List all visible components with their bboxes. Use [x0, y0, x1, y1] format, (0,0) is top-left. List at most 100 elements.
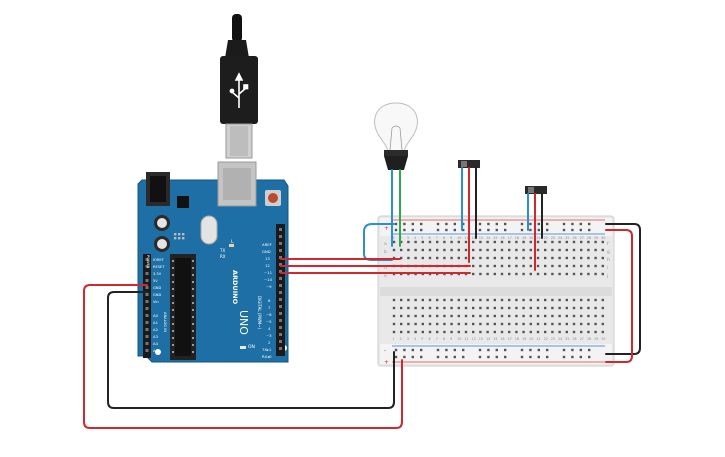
bb-hole[interactable] [515, 264, 518, 268]
bb-hole[interactable] [479, 272, 482, 276]
bb-hole[interactable] [565, 330, 568, 334]
bb-hole[interactable] [587, 240, 590, 244]
header-pin[interactable] [279, 284, 282, 287]
bb-hole[interactable] [508, 322, 511, 326]
bb-hole[interactable] [500, 240, 504, 244]
bb-hole[interactable] [472, 330, 475, 334]
bb-rail-hole[interactable] [487, 228, 490, 232]
bb-rail-hole[interactable] [462, 222, 465, 226]
bb-hole[interactable] [594, 272, 597, 276]
bb-rail-hole[interactable] [394, 228, 398, 232]
bb-hole[interactable] [515, 330, 518, 334]
bb-rail-hole[interactable] [504, 228, 507, 232]
bb-hole[interactable] [493, 272, 496, 276]
bb-hole[interactable] [457, 322, 460, 326]
header-pin[interactable] [279, 333, 282, 336]
bb-hole[interactable] [450, 298, 453, 302]
bb-hole[interactable] [414, 306, 417, 310]
header-pin[interactable] [279, 242, 282, 245]
bb-hole[interactable] [472, 264, 475, 268]
bb-hole[interactable] [544, 256, 547, 260]
bb-rail-hole[interactable] [546, 228, 549, 232]
usb-cable[interactable] [220, 14, 258, 159]
bb-hole[interactable] [450, 322, 453, 326]
bb-rail-hole[interactable] [537, 348, 540, 352]
bb-hole[interactable] [580, 272, 583, 276]
bb-rail-hole[interactable] [478, 348, 482, 352]
bb-hole[interactable] [601, 330, 604, 334]
bb-rail-hole[interactable] [562, 222, 566, 226]
bb-hole[interactable] [565, 298, 568, 302]
bb-rail-hole[interactable] [571, 222, 574, 226]
bb-hole[interactable] [493, 240, 496, 244]
bb-hole[interactable] [587, 264, 590, 268]
bb-hole[interactable] [428, 248, 432, 252]
bb-hole[interactable] [544, 330, 547, 334]
bb-hole[interactable] [536, 256, 540, 260]
bb-hole[interactable] [587, 272, 590, 276]
bb-hole[interactable] [536, 272, 540, 276]
bb-hole[interactable] [551, 272, 554, 276]
bb-hole[interactable] [407, 306, 410, 310]
bb-hole[interactable] [443, 256, 446, 260]
header-pin[interactable] [279, 256, 282, 259]
power-analog-header[interactable] [143, 254, 151, 358]
bb-rail-hole[interactable] [495, 348, 498, 352]
bb-hole[interactable] [450, 248, 453, 252]
bb-hole[interactable] [558, 298, 561, 302]
bb-hole[interactable] [594, 330, 597, 334]
bb-hole[interactable] [572, 298, 576, 302]
bb-hole[interactable] [515, 240, 518, 244]
header-pin[interactable] [145, 300, 149, 303]
bb-hole[interactable] [558, 256, 561, 260]
bb-hole[interactable] [522, 256, 525, 260]
bb-hole[interactable] [464, 240, 468, 244]
bb-rail-hole[interactable] [537, 355, 540, 359]
bb-hole[interactable] [529, 264, 532, 268]
bb-hole[interactable] [464, 306, 468, 310]
bb-hole[interactable] [407, 322, 410, 326]
bb-rail-hole[interactable] [520, 228, 524, 232]
bb-hole[interactable] [515, 272, 518, 276]
bb-rail-hole[interactable] [571, 355, 574, 359]
bb-rail-hole[interactable] [403, 348, 406, 352]
bb-hole[interactable] [428, 322, 432, 326]
bb-hole[interactable] [587, 306, 590, 310]
header-pin[interactable] [279, 263, 282, 266]
header-pin[interactable] [145, 342, 149, 345]
bb-hole[interactable] [558, 314, 561, 318]
bb-hole[interactable] [580, 240, 583, 244]
bb-hole[interactable] [522, 322, 525, 326]
bb-hole[interactable] [572, 248, 576, 252]
bb-hole[interactable] [428, 314, 432, 318]
bb-hole[interactable] [515, 248, 518, 252]
bb-hole[interactable] [551, 256, 554, 260]
bb-rail-hole[interactable] [478, 228, 482, 232]
bb-hole[interactable] [529, 330, 532, 334]
bb-hole[interactable] [580, 264, 583, 268]
bb-hole[interactable] [565, 306, 568, 310]
bb-hole[interactable] [443, 240, 446, 244]
header-pin[interactable] [145, 286, 149, 289]
bb-hole[interactable] [601, 240, 604, 244]
bb-rail-hole[interactable] [420, 228, 423, 232]
bb-hole[interactable] [544, 298, 547, 302]
bb-hole[interactable] [551, 240, 554, 244]
bb-hole[interactable] [479, 330, 482, 334]
bb-hole[interactable] [443, 306, 446, 310]
bb-rail-hole[interactable] [579, 348, 582, 352]
bb-hole[interactable] [472, 314, 475, 318]
bb-rail-hole[interactable] [504, 355, 507, 359]
bb-hole[interactable] [486, 322, 489, 326]
bb-hole[interactable] [529, 256, 532, 260]
bb-hole[interactable] [414, 240, 417, 244]
header-pin[interactable] [145, 279, 149, 282]
bb-hole[interactable] [414, 248, 417, 252]
header-pin[interactable] [279, 277, 282, 280]
bb-hole[interactable] [392, 240, 396, 244]
bb-hole[interactable] [587, 248, 590, 252]
bb-hole[interactable] [400, 298, 403, 302]
bb-hole[interactable] [479, 314, 482, 318]
bb-hole[interactable] [464, 314, 468, 318]
header-pin[interactable] [279, 270, 282, 273]
